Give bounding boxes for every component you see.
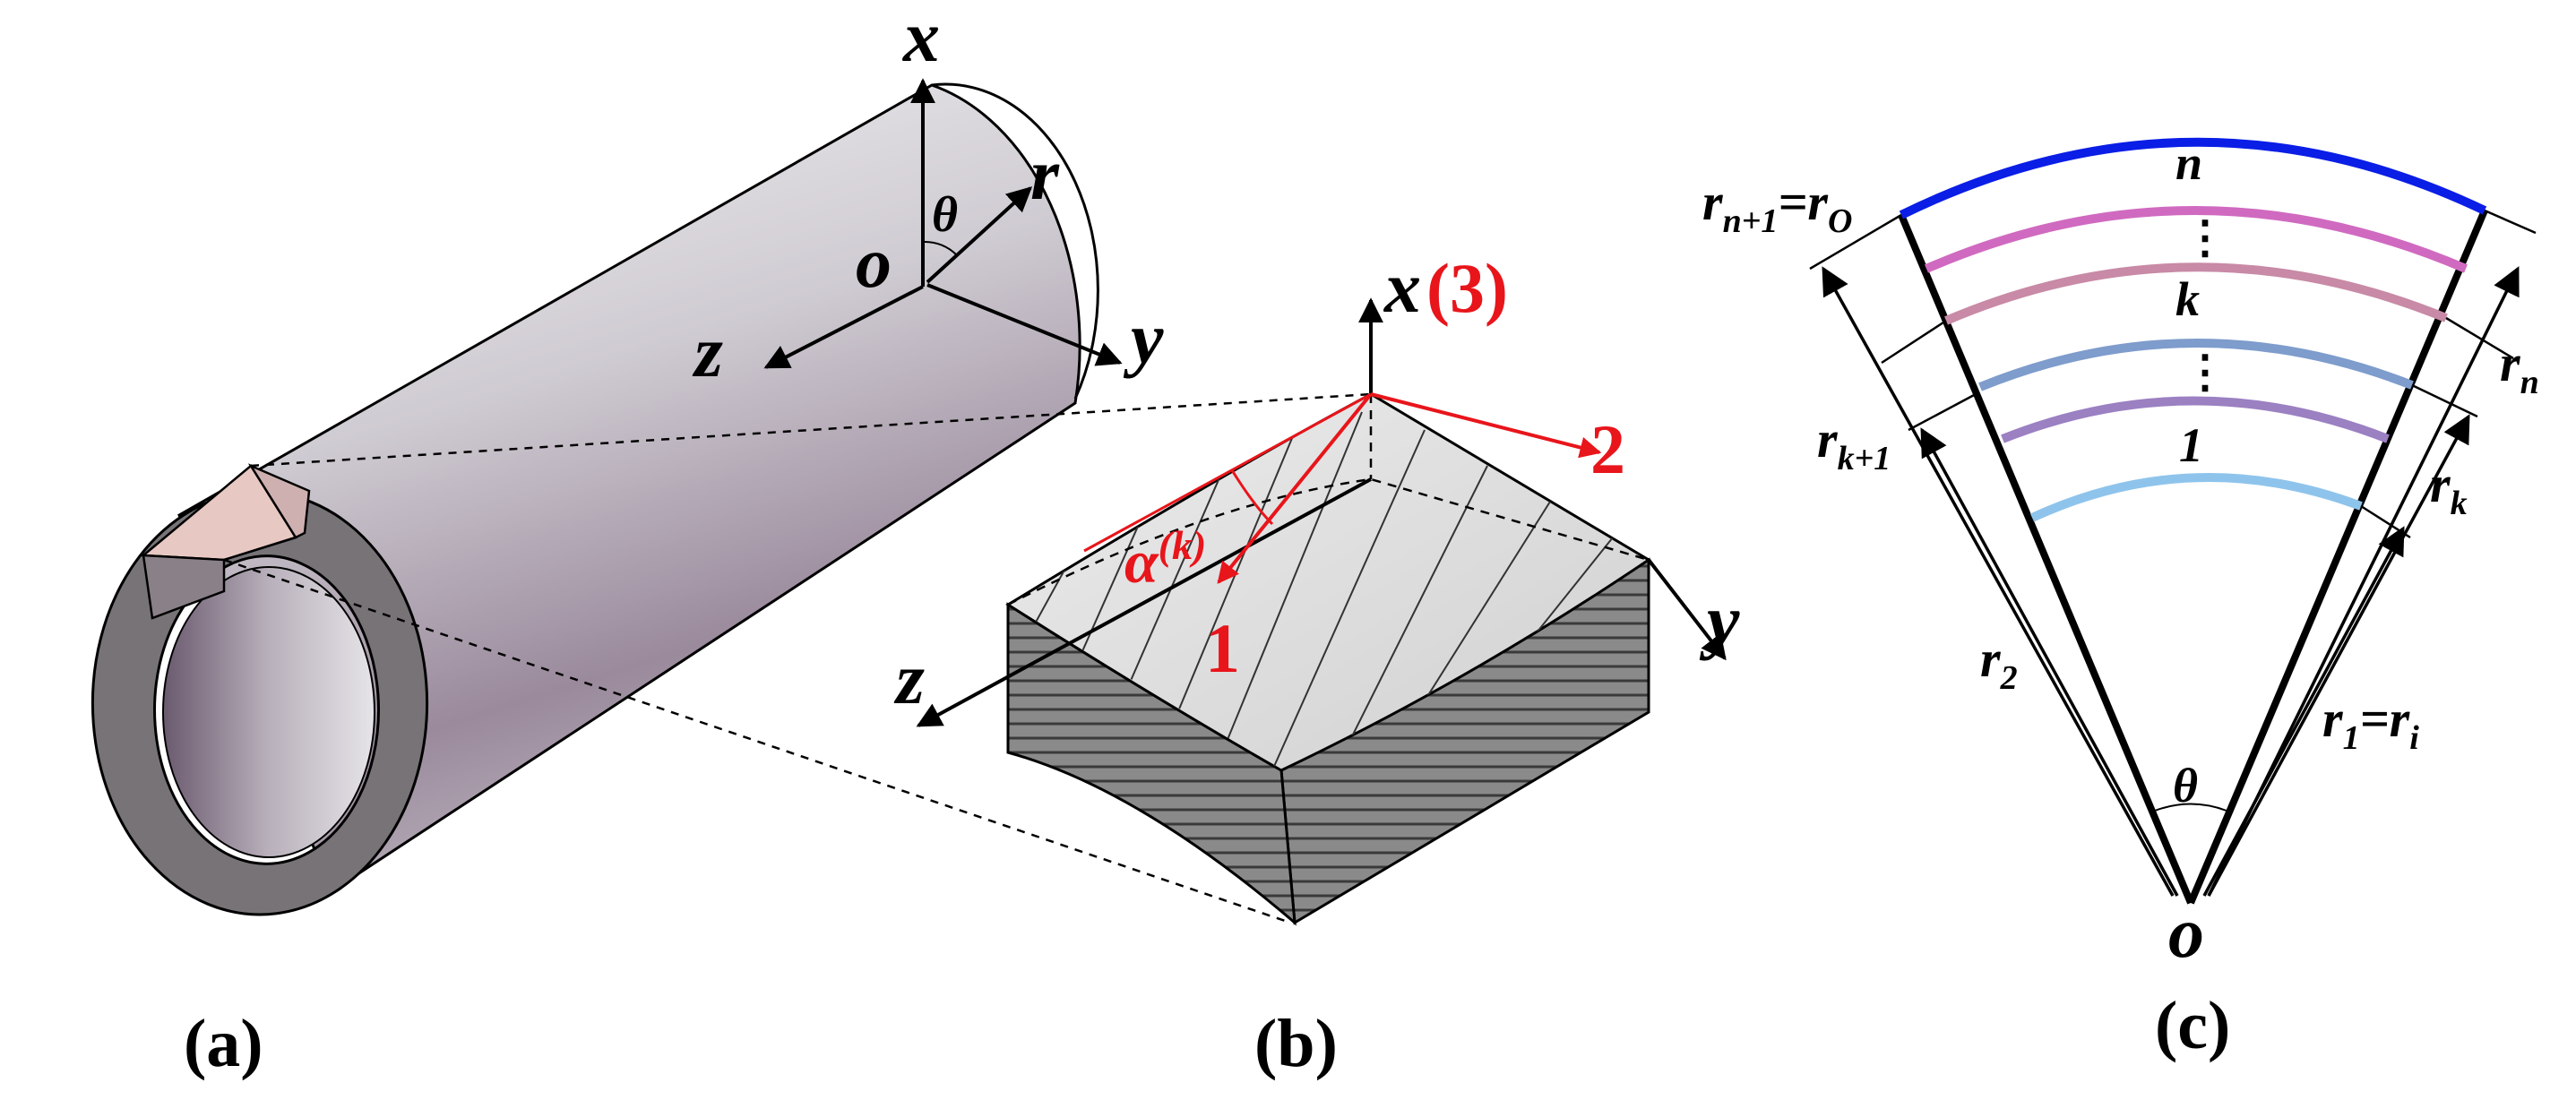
direction-2-label: 2 bbox=[1590, 410, 1625, 488]
laminate-fiber-lines bbox=[1008, 411, 1649, 770]
tube-y-label: y bbox=[1123, 297, 1164, 379]
tube-x-label: x bbox=[902, 0, 940, 77]
layer-arc-lower bbox=[2001, 396, 2390, 443]
laminate-element bbox=[1005, 392, 1651, 926]
layer-arc-upper bbox=[1944, 262, 2448, 325]
laminate-y-label: y bbox=[1699, 580, 1740, 661]
sector-theta-arc bbox=[2154, 803, 2227, 812]
tube-z-label: z bbox=[692, 311, 723, 392]
fiber-direction-2-arrow bbox=[1370, 392, 1602, 459]
layer-arc-k bbox=[1978, 339, 2414, 391]
laminate-top-surface bbox=[1005, 392, 1651, 772]
laminate-x-label: x bbox=[1383, 246, 1421, 328]
layer-arc-1 bbox=[2029, 472, 2363, 522]
radius-ticks bbox=[1809, 209, 2537, 539]
panel-label-a: (a) bbox=[184, 1006, 263, 1081]
tube-drawing bbox=[90, 82, 1099, 916]
tube-axes: x r θ o z y bbox=[692, 0, 1164, 392]
tube-r-axis bbox=[926, 186, 1033, 284]
layer-dots-lower: ⋮ bbox=[2183, 347, 2227, 397]
laminate-hidden-edges bbox=[1007, 394, 1650, 606]
direction-1-label: 1 bbox=[1205, 609, 1240, 687]
radius-r-1 bbox=[2202, 526, 2405, 897]
laminate-y-axis bbox=[1647, 558, 1727, 661]
laminate-z-label: z bbox=[893, 638, 925, 719]
sector-origin-label: o bbox=[2168, 894, 2204, 973]
tube-y-axis bbox=[926, 283, 1123, 366]
radius-r-k1 bbox=[1920, 427, 2179, 897]
layer-sector: n ⋮ k ⋮ 1 rn+1=rO rk+1 r2 rn rk bbox=[1702, 136, 2539, 973]
tube-cutout-step bbox=[142, 536, 297, 620]
radius-outer-left-label: rn+1=rO bbox=[1702, 173, 1852, 240]
sector-right-edge bbox=[2187, 209, 2488, 905]
tube-theta-label: θ bbox=[932, 187, 958, 243]
fiber-direction-1-arrow bbox=[1217, 392, 1373, 584]
radius-rn-label: rn bbox=[2500, 334, 2539, 401]
fiber-angle-arc bbox=[1230, 469, 1274, 526]
layer-dots-upper: ⋮ bbox=[2183, 212, 2227, 262]
tube-cutout-side bbox=[247, 463, 311, 539]
layer-arc-outer bbox=[1899, 137, 2487, 219]
laminate-z-axis bbox=[916, 477, 1372, 727]
tube-z-axis bbox=[763, 285, 924, 369]
fiber-reference-line bbox=[1083, 392, 1372, 553]
panel-label-b: (b) bbox=[1254, 1006, 1338, 1081]
radius-vectors bbox=[1822, 266, 2520, 897]
layer-arc-n bbox=[1925, 206, 2468, 273]
zoom-guides bbox=[223, 392, 1372, 924]
radius-rk-label: rk bbox=[2430, 455, 2468, 522]
sector-left-edge bbox=[1898, 213, 2194, 905]
layer-1-label: 1 bbox=[2179, 418, 2203, 472]
panel-label-c: (c) bbox=[2155, 988, 2230, 1063]
radius-r-outer-left bbox=[1822, 266, 2175, 897]
radius-r2-label: r2 bbox=[1980, 630, 2018, 697]
radius-r1-label: r1=ri bbox=[2322, 690, 2419, 757]
layer-n-label: n bbox=[2175, 136, 2202, 190]
laminate-x-paren-label: (3) bbox=[1426, 249, 1508, 327]
sector-theta-label: θ bbox=[2173, 759, 2198, 812]
tube-r-label: r bbox=[1030, 133, 1060, 215]
radius-k1-label: rk+1 bbox=[1817, 410, 1891, 477]
radius-r-k bbox=[2207, 414, 2470, 897]
tube-theta-arc bbox=[922, 240, 958, 256]
tube-inner-bore bbox=[162, 566, 375, 858]
alpha-k-label: α(k) bbox=[1124, 522, 1206, 596]
tube-origin-label: o bbox=[856, 224, 892, 303]
layer-k-label: k bbox=[2175, 272, 2200, 326]
tube-end-edge bbox=[931, 82, 1099, 400]
